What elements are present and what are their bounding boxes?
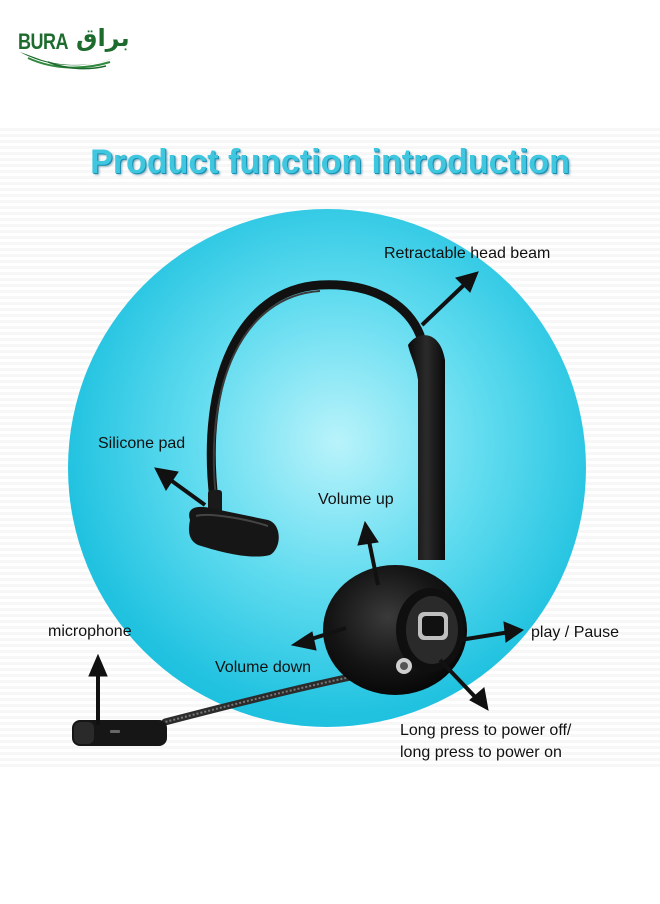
silicone-pad: [188, 490, 279, 557]
page-title: Product function introduction: [90, 143, 570, 181]
label-microphone: microphone: [48, 623, 132, 640]
label-volume-down: Volume down: [215, 659, 312, 676]
callout-arrows: [88, 271, 525, 725]
ear-cup: [323, 565, 467, 695]
mic-capsule: [72, 720, 167, 746]
label-retractable-head-beam: Retractable head beam: [384, 245, 551, 262]
headband: [206, 280, 425, 505]
label-volume-up: Volume up: [318, 491, 394, 508]
brand-name-latin: BURA: [18, 29, 69, 54]
headband-slider: [408, 335, 445, 560]
label-long-press-line1: Long press to power off/: [400, 722, 572, 739]
label-silicone-pad: Silicone pad: [98, 435, 186, 452]
label-long-press-line2: long press to power on: [400, 744, 562, 761]
label-play-pause: play / Pause: [531, 624, 620, 641]
brand-name-arabic: براق: [76, 24, 130, 52]
logo-wing-swoosh: [20, 52, 118, 70]
brand-logo: BURA براق: [18, 24, 130, 76]
